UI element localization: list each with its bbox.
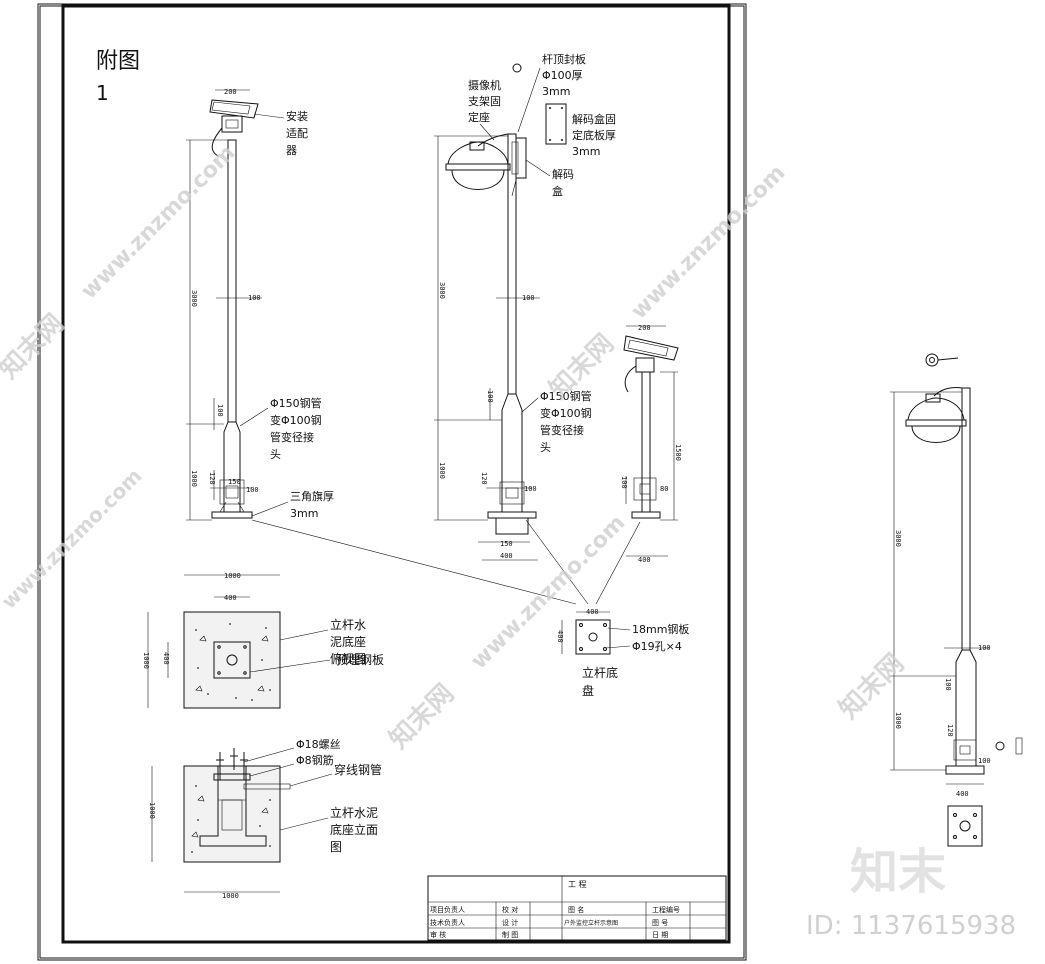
detail-pole-right xyxy=(890,353,1023,847)
label-conduit: 穿线钢管 xyxy=(334,762,382,777)
dim-120-center: 120 xyxy=(480,472,488,485)
concrete-base-elevation xyxy=(151,747,333,893)
sheet-number: 1 xyxy=(96,81,109,105)
dim-100-center-3: 100 xyxy=(524,485,537,493)
label-camera-bracket: 摄像机 支架固 定座 xyxy=(468,78,505,124)
dim-100-detail: 100 xyxy=(978,644,991,652)
dim-100-left-3: 100 xyxy=(246,486,259,494)
concrete-base-plan xyxy=(147,574,331,709)
label-triangle-flag: 三角旗厚 3mm xyxy=(290,489,338,520)
tb-r1c4: 工程编号 xyxy=(652,905,680,914)
label-base-plan: 立杆水 泥底座 俯视图 xyxy=(330,617,370,666)
dome-camera-detail-icon xyxy=(905,393,967,443)
label-pole-base-disk: 立杆底 盘 xyxy=(582,665,622,698)
svg-text:www.znzmo.com: www.znzmo.com xyxy=(77,140,241,304)
svg-text:知末网: 知末网 xyxy=(384,679,460,755)
dim-400-right: 400 xyxy=(638,556,651,564)
dim-100-detail-2: 100 xyxy=(944,678,952,691)
tb-r3c1: 审 核 xyxy=(430,930,446,939)
label-holes: Φ19孔×4 xyxy=(632,640,682,653)
dim-1000-plan-v: 1000 xyxy=(142,652,150,669)
dim-120-left: 120 xyxy=(208,472,216,485)
watermark-id: ID: 1137615938 xyxy=(806,911,1016,941)
dim-100-center-2: 100 xyxy=(486,390,494,403)
dim-1000-elev-v: 1000 xyxy=(148,802,156,819)
sheet-title: 附图 xyxy=(96,49,140,74)
right-pole xyxy=(623,325,679,557)
dim-100-detail-3: 100 xyxy=(978,757,991,765)
dim-150-center: 150 xyxy=(500,540,513,548)
dim-400-plan: 400 xyxy=(224,594,237,602)
bullet-camera-small-icon xyxy=(623,335,679,393)
dim-200-right: 200 xyxy=(638,324,651,332)
tb-project: 工 程 xyxy=(568,880,587,889)
tb-r1c3: 图 名 xyxy=(568,905,584,914)
dim-100-center: 100 xyxy=(522,294,535,302)
tb-r3c4: 日 期 xyxy=(652,931,668,939)
label-rebar: Φ8钢筋 xyxy=(296,753,334,767)
label-steel-plate: 18mm钢板 xyxy=(632,622,689,636)
dome-camera-icon xyxy=(445,141,511,190)
left-pole xyxy=(186,89,262,521)
watermark-logo: 知末 xyxy=(850,844,946,900)
svg-text:知末网: 知末网 xyxy=(0,309,70,385)
dim-3000-center: 3000 xyxy=(438,282,446,299)
dim-3000-left: 3000 xyxy=(190,290,198,307)
label-base-plate-embed: 预埋钢板 xyxy=(336,653,384,667)
sheet-border xyxy=(37,3,747,961)
dim-1000-left: 1000 xyxy=(190,470,198,487)
dim-1000-detail: 1000 xyxy=(894,712,902,729)
dim-200-left: 200 xyxy=(224,88,237,96)
tb-drawing-name: 户外监控立杆示意图 xyxy=(564,919,618,927)
bullet-camera-icon xyxy=(209,99,259,157)
watermark: 知末网 www.znzmo.com www.znzmo.com 知末网 www.… xyxy=(0,140,910,755)
dim-400-plate-h: 400 xyxy=(586,608,599,616)
label-pipe-joint-center: Φ150钢管 变Φ100钢 管变径接 头 xyxy=(540,389,595,454)
dim-400-detail: 400 xyxy=(956,790,969,798)
dim-1500-right: 1500 xyxy=(674,444,682,461)
dim-1000-elev: 1000 xyxy=(222,892,239,900)
label-pipe-joint-left: Φ150钢管 变Φ100钢 管变径接 头 xyxy=(270,396,325,461)
label-adapter: 安装 适配 器 xyxy=(286,109,312,157)
dim-1000-center: 1000 xyxy=(438,462,446,479)
base-plate-plan xyxy=(561,611,631,655)
tb-r2c1: 技术负责人 xyxy=(430,918,465,927)
title-block xyxy=(427,875,727,941)
dim-120-detail: 120 xyxy=(946,724,954,737)
dim-3000-detail: 3000 xyxy=(894,530,902,547)
tb-r3c2: 制 图 xyxy=(502,930,518,939)
dim-1000-plan: 1000 xyxy=(224,572,241,580)
svg-text:www.znzmo.com: www.znzmo.com xyxy=(627,160,791,324)
dim-400-plan-v: 400 xyxy=(162,652,170,665)
tb-r1c2: 校 对 xyxy=(502,905,518,914)
center-pole xyxy=(434,63,567,561)
label-decoder-plate: 解码盒固 定底板厚 3mm xyxy=(572,112,620,158)
label-decoder-box: 解码 盒 xyxy=(552,167,578,198)
tb-r2c4: 图 号 xyxy=(652,919,668,927)
svg-text:www.znzmo.com: www.znzmo.com xyxy=(0,464,146,614)
label-bolt: Φ18螺丝 xyxy=(296,738,341,751)
dim-400-plate-v: 400 xyxy=(556,630,564,643)
dim-100-right: 100 xyxy=(620,476,628,489)
dim-400-center: 400 xyxy=(500,552,513,560)
label-base-elev: 立杆水泥 底座立面 图 xyxy=(330,805,382,854)
dim-150-left: 150 xyxy=(228,478,241,486)
dim-100-left-2: 100 xyxy=(216,404,224,417)
tb-r1c1: 项目负责人 xyxy=(430,905,465,914)
dim-100-left: 100 xyxy=(248,294,261,302)
dim-80-right: 80 xyxy=(660,485,668,493)
tb-r2c2: 设 计 xyxy=(502,918,518,927)
label-top-cover: 杆顶封板 Φ100厚 3mm xyxy=(542,52,590,98)
